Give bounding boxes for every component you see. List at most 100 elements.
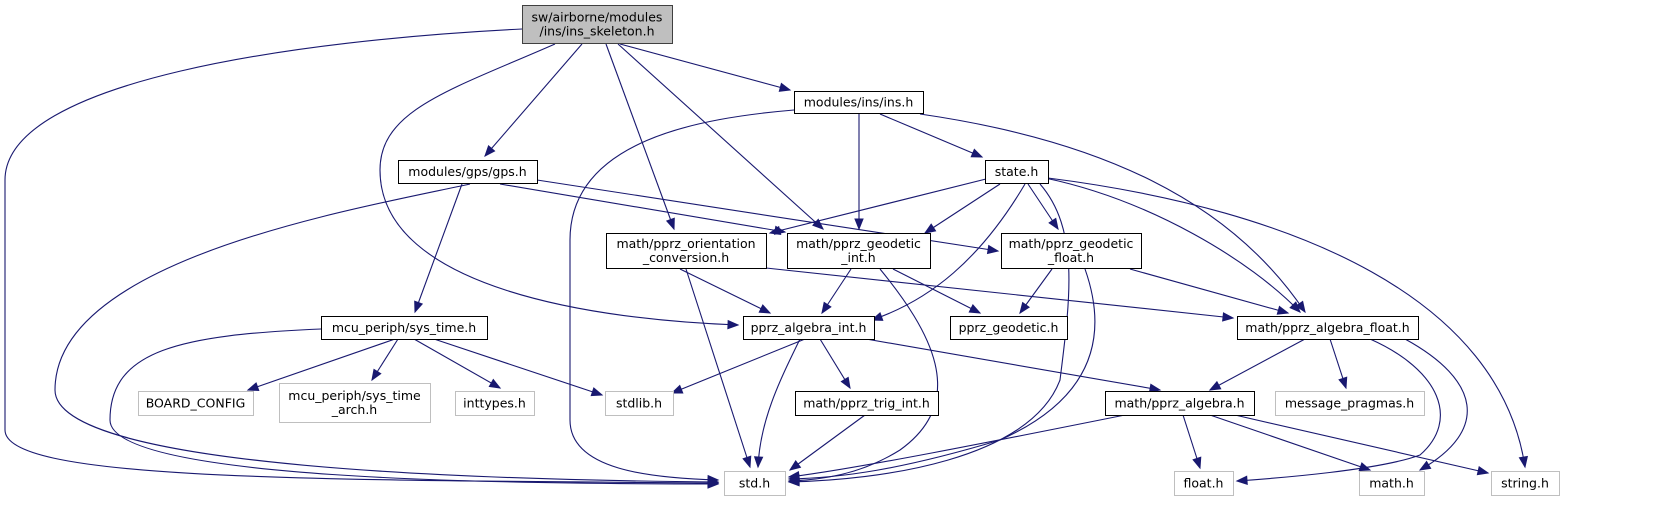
node-box — [1275, 391, 1425, 416]
node-systime[interactable]: mcu_periph/sys_time.h — [321, 316, 488, 340]
edge-orient-to-algfloat — [765, 267, 1235, 322]
node-box — [795, 391, 939, 416]
edge-algfloat-to-msgpragmas — [1329, 338, 1348, 390]
node-box — [950, 316, 1068, 340]
edge-algfloat-to-algebra — [1208, 338, 1306, 391]
edge-root-to-orient — [605, 43, 675, 231]
node-box — [1491, 471, 1560, 496]
edge-systime-to-std — [109, 328, 720, 489]
node-label: math/pprz_geodetic — [796, 236, 921, 251]
edge-line — [433, 338, 603, 396]
node-float: float.h — [1174, 471, 1234, 496]
edge-systime-to-board — [246, 338, 396, 392]
arrowhead-icon — [371, 368, 382, 382]
node-board: BOARD_CONFIG — [138, 391, 254, 416]
edge-trigint-to-std — [788, 414, 866, 471]
node-label: pprz_algebra_int.h — [751, 320, 867, 335]
arrowhead-icon — [590, 387, 604, 397]
edge-systime-to-inttypes — [413, 338, 502, 389]
node-box — [321, 316, 488, 340]
edge-line — [919, 113, 1306, 313]
edge-line — [617, 43, 824, 230]
arrowhead-icon — [246, 382, 260, 392]
node-box — [743, 316, 875, 340]
edge-geoint-to-algint — [821, 268, 852, 315]
node-algfloat[interactable]: math/pprz_algebra_float.h — [1237, 316, 1419, 340]
edge-ins-to-geoint — [854, 114, 864, 231]
node-systimearch: mcu_periph/sys_time_arch.h — [279, 383, 431, 423]
node-root[interactable]: sw/airborne/modules/ins/ins_skeleton.h — [522, 5, 673, 44]
edge-line — [1129, 268, 1289, 314]
arrowhead-icon — [923, 223, 937, 234]
arrowhead-icon — [1192, 456, 1202, 470]
node-gps[interactable]: modules/gps/gps.h — [398, 160, 538, 184]
node-string: string.h — [1491, 471, 1560, 496]
node-msgpragmas: message_pragmas.h — [1275, 391, 1425, 416]
edge-algint-to-std — [753, 338, 801, 469]
edge-line — [789, 414, 866, 471]
node-label: math/pprz_orientation — [616, 236, 755, 251]
arrowhead-icon — [753, 456, 764, 469]
node-box — [522, 5, 673, 44]
edge-line — [619, 43, 791, 91]
edge-line — [605, 43, 675, 230]
node-geofloat[interactable]: math/pprz_geodetic_float.h — [1001, 233, 1142, 269]
node-std: std.h — [724, 471, 786, 496]
edge-line — [757, 338, 801, 468]
edge-ins-to-algfloat — [919, 113, 1306, 314]
edge-line — [1044, 177, 1301, 313]
node-box — [1359, 471, 1425, 496]
edge-line — [499, 183, 786, 233]
node-box — [605, 391, 674, 416]
edge-line — [1209, 414, 1371, 471]
node-label: std.h — [739, 476, 770, 491]
arrowhead-icon — [727, 319, 740, 330]
edge-line — [413, 338, 501, 389]
node-algint[interactable]: pprz_algebra_int.h — [743, 316, 875, 340]
node-box — [455, 391, 535, 416]
node-trigint[interactable]: math/pprz_trig_int.h — [795, 391, 939, 416]
edge-line — [879, 113, 983, 158]
arrowhead-icon — [665, 217, 675, 231]
edge-line — [569, 109, 795, 481]
node-box — [787, 233, 931, 269]
node-label: BOARD_CONFIG — [146, 396, 246, 411]
arrowhead-icon — [670, 384, 684, 394]
edge-ins-to-state — [879, 113, 984, 158]
edge-line — [865, 338, 1161, 391]
node-box — [794, 91, 924, 114]
node-label: modules/gps/gps.h — [408, 164, 526, 179]
arrowhead-icon — [1418, 460, 1432, 471]
node-algebra[interactable]: math/pprz_algebra.h — [1105, 391, 1255, 416]
arrowhead-icon — [986, 244, 1000, 255]
node-label: _float.h — [1047, 250, 1094, 265]
arrowhead-icon — [1518, 455, 1528, 469]
node-math: math.h — [1359, 471, 1425, 496]
node-label: _arch.h — [331, 402, 377, 417]
node-ins[interactable]: modules/ins/ins.h — [794, 91, 924, 114]
arrowhead-icon — [1289, 301, 1301, 313]
node-geoint[interactable]: math/pprz_geodetic_int.h — [787, 233, 931, 269]
edge-algebra-to-float — [1182, 414, 1202, 470]
node-box — [138, 391, 254, 416]
arrowhead-icon — [1358, 462, 1372, 472]
node-label: stdlib.h — [616, 396, 662, 411]
arrowhead-icon — [787, 471, 800, 481]
node-box — [724, 471, 786, 496]
node-state[interactable]: state.h — [985, 160, 1049, 184]
node-orient[interactable]: math/pprz_orientation_conversion.h — [606, 233, 767, 269]
node-box — [1105, 391, 1255, 416]
node-box — [606, 233, 767, 269]
edges-layer — [4, 28, 1528, 489]
edge-algebra-to-math — [1209, 414, 1372, 472]
node-label: _conversion.h — [642, 250, 729, 265]
node-label: _int.h — [840, 250, 875, 265]
edge-line — [109, 328, 719, 485]
node-label: math/pprz_geodetic — [1009, 236, 1134, 251]
node-stdlib: stdlib.h — [605, 391, 674, 416]
edge-state-to-string — [1047, 177, 1528, 469]
node-geodetic[interactable]: pprz_geodetic.h — [950, 316, 1068, 340]
edge-gps-to-systime — [414, 183, 463, 314]
edge-gps-to-geoint — [499, 183, 787, 235]
